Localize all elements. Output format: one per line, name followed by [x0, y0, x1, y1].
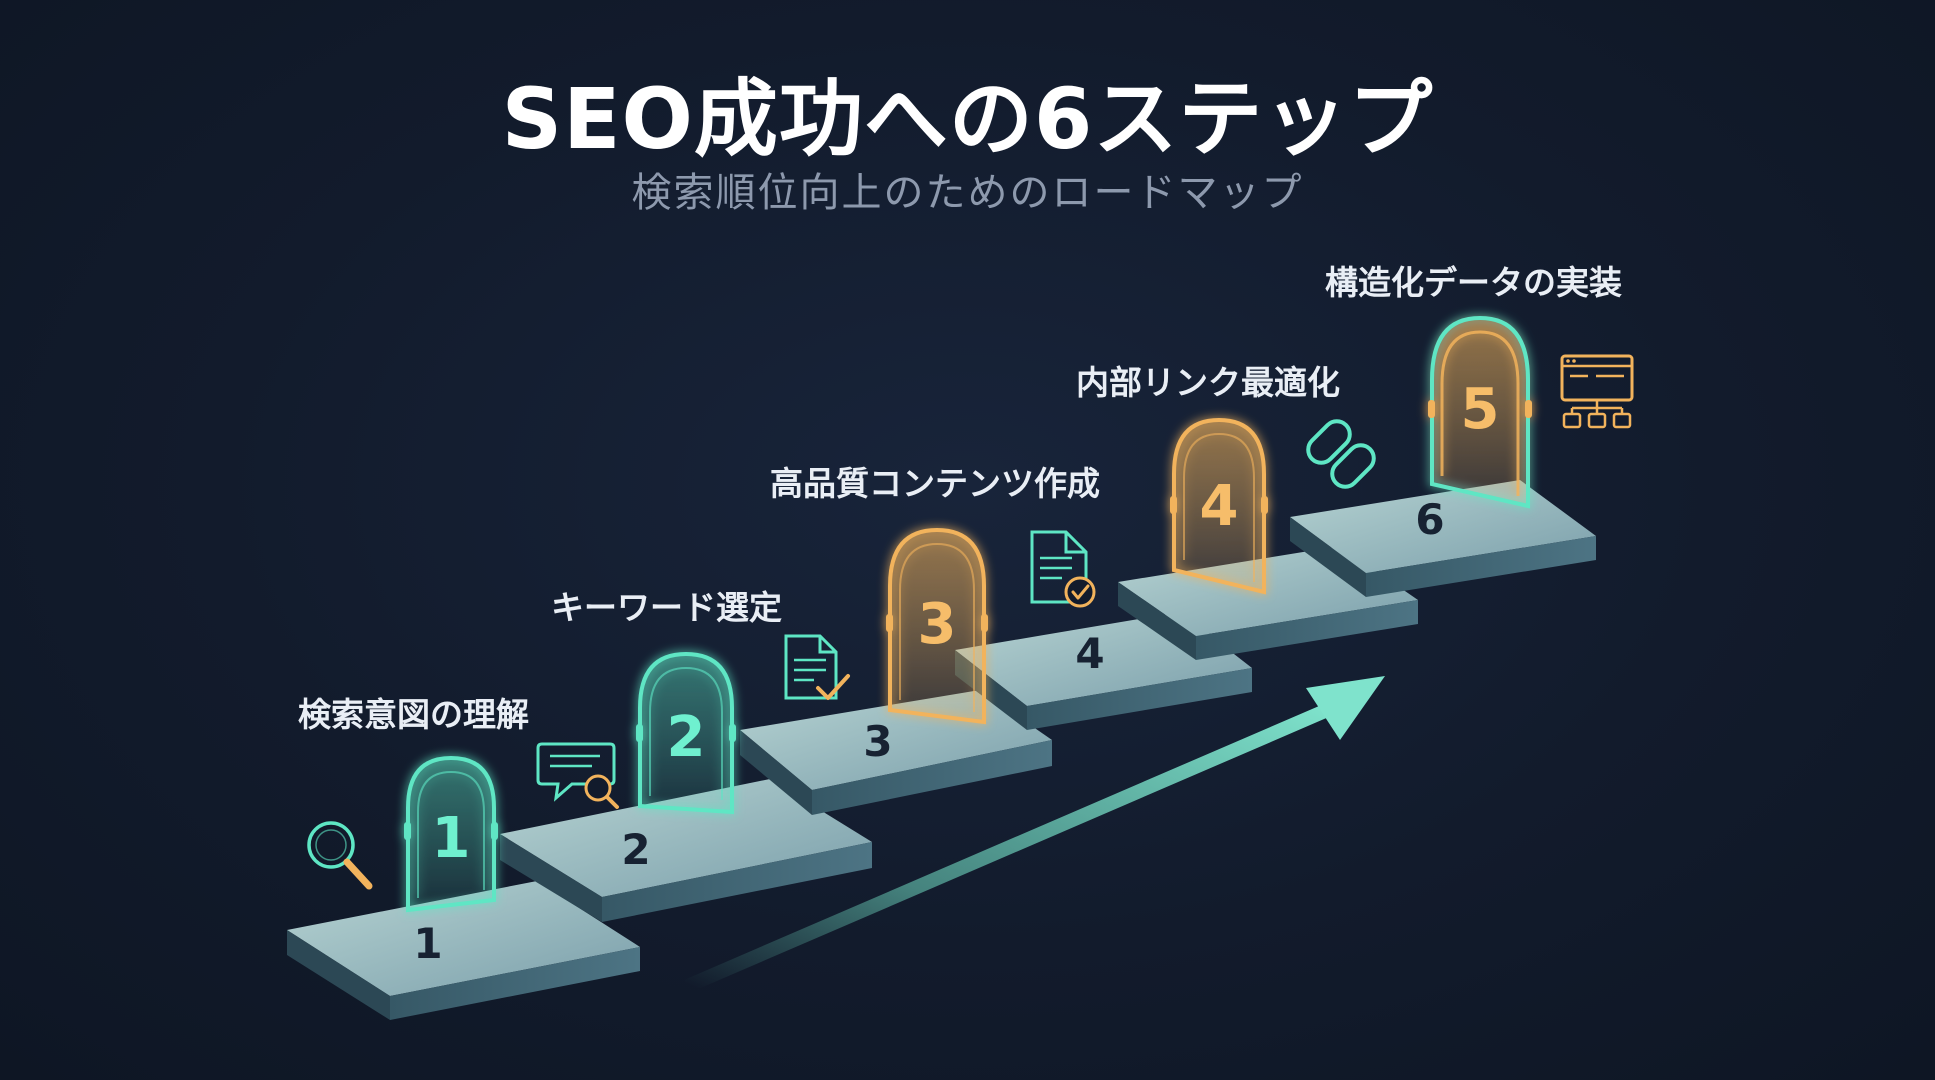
- chat-search-icon: [536, 742, 619, 809]
- door-2: [636, 651, 736, 815]
- growth-arrow: [683, 676, 1385, 992]
- platform-number-4: 4: [1075, 629, 1104, 678]
- door-number-1: 1: [432, 806, 471, 871]
- platform-1: [287, 881, 640, 1020]
- page-subtitle: 検索順位向上のためのロードマップ: [631, 170, 1304, 216]
- door-5: [1428, 315, 1532, 509]
- door-number-2: 2: [667, 705, 706, 770]
- door-1: [404, 755, 498, 913]
- step-2-label: キーワード選定: [551, 588, 782, 627]
- page-title: SEO成功への6ステップ: [501, 70, 1434, 168]
- link-chain-icon: [1306, 419, 1376, 489]
- platform-2: [500, 779, 872, 922]
- platform-number-2: 2: [621, 825, 650, 874]
- step-5-label: 構造化データの実装: [1325, 263, 1622, 302]
- step-1-label: 検索意図の理解: [298, 695, 529, 734]
- door-number-3: 3: [918, 592, 957, 657]
- platform-number-6: 6: [1415, 495, 1444, 544]
- document-check-icon: [1030, 530, 1096, 608]
- sitemap-icon: [1560, 354, 1634, 429]
- magnifier-icon: [307, 821, 373, 890]
- platform-number-3: 3: [863, 717, 892, 766]
- step-3-label: 高品質コンテンツ作成: [770, 464, 1100, 503]
- document-check-icon: [784, 634, 850, 700]
- door-3: [886, 527, 988, 725]
- platform-number-1: 1: [413, 919, 442, 968]
- door-number-4: 4: [1200, 474, 1239, 539]
- step-4-label: 内部リンク最適化: [1076, 363, 1340, 402]
- door-4: [1170, 417, 1268, 595]
- door-number-5: 5: [1461, 377, 1500, 442]
